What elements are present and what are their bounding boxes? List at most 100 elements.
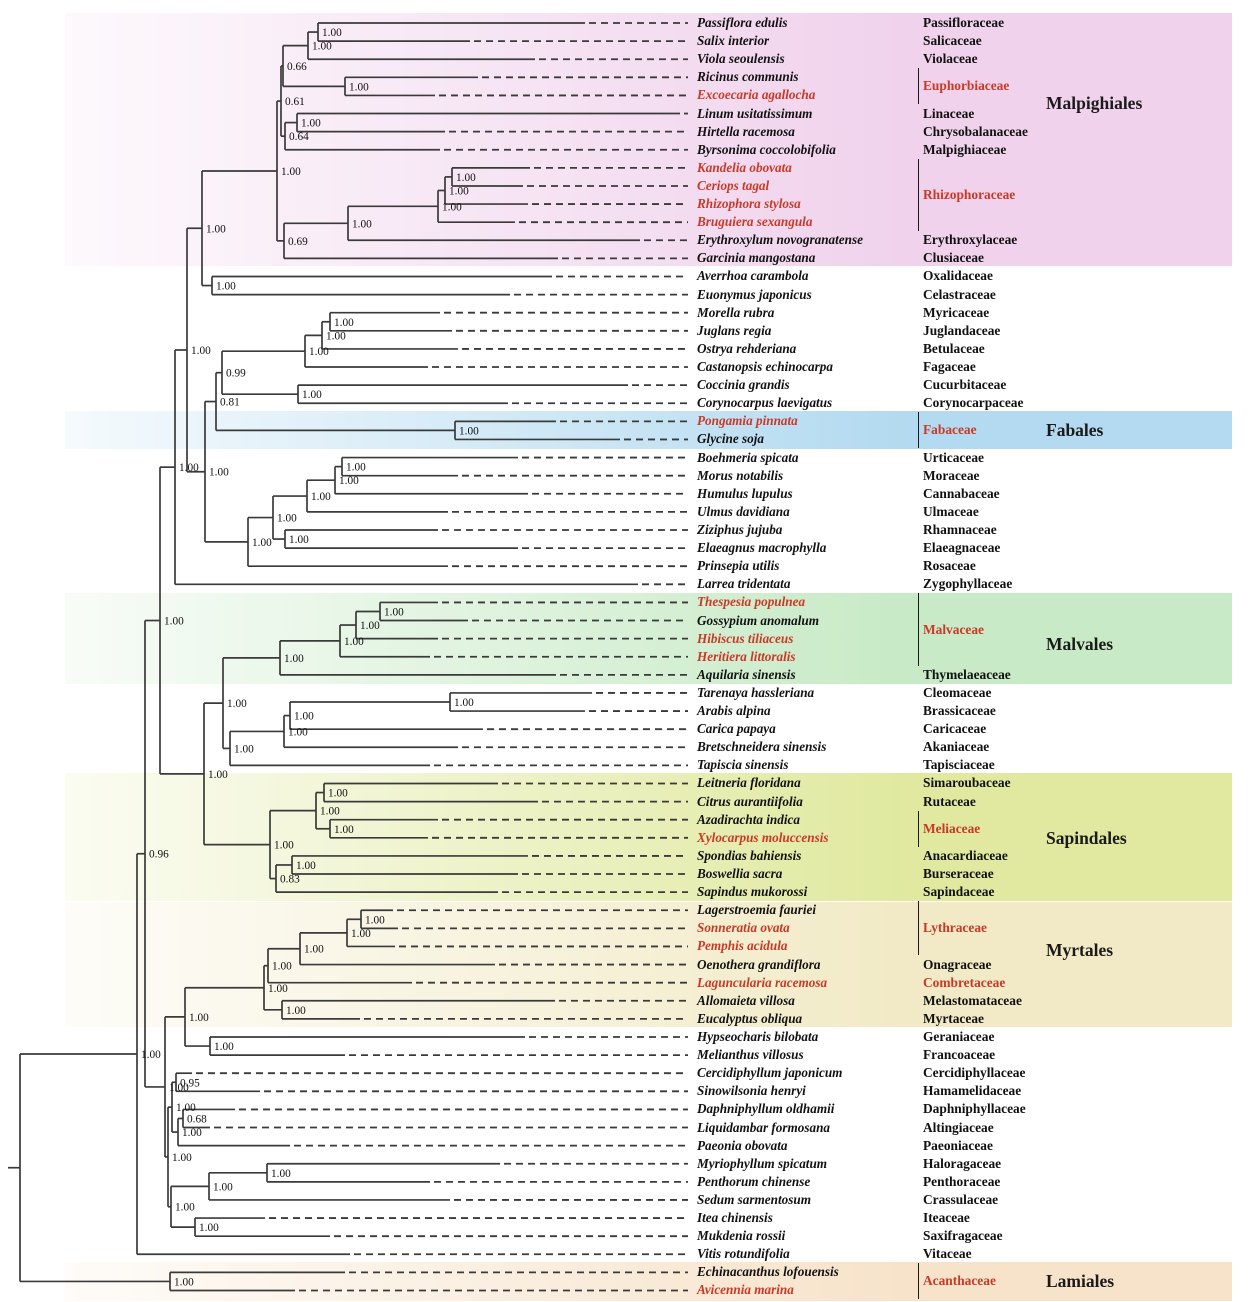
- support-value: 1.00: [346, 462, 366, 474]
- order-box-malpighiales: [65, 13, 1232, 266]
- order-label: Fabales: [1046, 420, 1104, 440]
- order-label: Malpighiales: [1046, 93, 1143, 113]
- species-label: Ostrya rehderiana: [697, 340, 797, 356]
- species-label: Morus notabilis: [697, 467, 784, 483]
- support-value: 1.00: [344, 636, 364, 648]
- support-value: 1.00: [199, 1222, 219, 1234]
- species-label: Linum usitatissimum: [697, 105, 813, 121]
- family-label: Betulaceae: [923, 340, 985, 356]
- family-label: Rutaceae: [923, 793, 976, 809]
- family-label: Melastomataceae: [923, 992, 1022, 1008]
- support-value: 1.00: [351, 928, 371, 940]
- family-label: Akaniaceae: [923, 739, 990, 755]
- family-label: Euphorbiaceae: [923, 78, 1010, 94]
- family-label: Passifloraceae: [923, 15, 1005, 30]
- support-value: 1.00: [384, 606, 404, 618]
- support-value: 0.66: [287, 61, 307, 73]
- support-value: 1.00: [304, 944, 324, 956]
- support-value: 1.00: [268, 983, 288, 995]
- family-label: Vitaceae: [923, 1246, 972, 1262]
- support-value: 1.00: [286, 1005, 306, 1017]
- species-label: Ricinus communis: [697, 69, 799, 85]
- family-label: Corynocarpaceae: [923, 395, 1024, 411]
- family-label: Juglandaceae: [923, 322, 1001, 338]
- species-label: Myriophyllum spicatum: [697, 1155, 828, 1171]
- family-label: Tapisciaceae: [923, 757, 995, 773]
- species-label: Allomaieta villosa: [697, 992, 795, 1008]
- species-label: Salix interior: [697, 33, 770, 49]
- family-label: Saxifragaceae: [923, 1228, 1003, 1244]
- species-label: Sonneratia ovata: [697, 920, 790, 936]
- species-label: Paeonia obovata: [697, 1137, 788, 1153]
- support-value: 1.00: [234, 743, 254, 755]
- order-label: Malvales: [1046, 634, 1114, 654]
- support-value: 1.00: [442, 201, 462, 213]
- species-label: Elaeagnus macrophylla: [697, 540, 827, 556]
- support-value: 1.00: [176, 1102, 196, 1114]
- order-label: Sapindales: [1046, 828, 1127, 848]
- support-value: 1.00: [328, 788, 348, 800]
- species-label: Azadirachta indica: [697, 811, 800, 827]
- support-value: 1.00: [301, 118, 321, 130]
- species-label: Hypseocharis bilobata: [697, 1028, 819, 1044]
- support-value: 1.00: [302, 389, 322, 401]
- species-label: Coccinia grandis: [697, 377, 790, 393]
- support-value: 1.00: [164, 616, 184, 628]
- species-label: Corynocarpus laevigatus: [697, 395, 833, 411]
- species-label: Cercidiphyllum japonicum: [697, 1065, 843, 1081]
- support-value: 1.00: [294, 711, 314, 723]
- family-label: Cucurbitaceae: [923, 377, 1007, 393]
- family-bracket-line: [918, 68, 920, 105]
- support-value: 1.00: [322, 27, 342, 39]
- family-label: Erythroxylaceae: [923, 232, 1018, 248]
- species-label: Liquidambar formosana: [697, 1119, 830, 1135]
- species-label: Sedum sarmentosum: [697, 1191, 811, 1207]
- support-value: 1.00: [209, 467, 229, 479]
- species-label: Larrea tridentata: [697, 576, 791, 592]
- family-label: Iteaceae: [923, 1210, 970, 1226]
- support-value: 1.00: [172, 1152, 192, 1164]
- species-label: Boswellia sacra: [697, 866, 783, 882]
- family-bracket-line: [918, 412, 920, 449]
- species-label: Kandelia obovata: [697, 159, 792, 175]
- species-label: Eucalyptus obliqua: [697, 1010, 803, 1026]
- support-value: 0.68: [187, 1113, 207, 1125]
- family-label: Geraniaceae: [923, 1028, 995, 1044]
- species-label: Laguncularia racemosa: [697, 974, 828, 990]
- support-value: 1.00: [289, 534, 309, 546]
- support-value: 1.00: [213, 1181, 233, 1193]
- species-label: Citrus aurantiifolia: [697, 793, 803, 809]
- family-label: Ulmaceae: [923, 503, 979, 519]
- species-label: Pemphis acidula: [697, 938, 788, 954]
- family-label: Crassulaceae: [923, 1191, 999, 1207]
- family-label: Linaceae: [923, 105, 975, 121]
- species-label: Hibiscus tiliaceus: [697, 630, 794, 646]
- species-label: Heritiera littoralis: [697, 648, 796, 664]
- family-label: Cleomaceae: [923, 684, 992, 700]
- support-value: 0.83: [280, 874, 300, 886]
- family-bracket-line: [918, 810, 920, 847]
- support-value: 1.00: [339, 475, 359, 487]
- species-label: Garcinia mangostana: [697, 250, 816, 266]
- species-label: Oenothera grandiflora: [697, 956, 821, 972]
- family-label: Sapindaceae: [923, 884, 995, 900]
- family-label: Onagraceae: [923, 956, 992, 972]
- support-value: 1.00: [454, 697, 474, 709]
- species-label: Viola seoulensis: [697, 51, 785, 67]
- support-value: 0.61: [285, 96, 305, 108]
- support-value: 0.64: [289, 131, 309, 143]
- support-value: 1.00: [277, 513, 297, 525]
- species-label: Erythroxylum novogranatense: [697, 232, 863, 248]
- species-label: Ulmus davidiana: [697, 503, 790, 519]
- support-value: 1.00: [141, 1049, 161, 1061]
- species-label: Echinacanthus lofouensis: [697, 1264, 839, 1280]
- species-label: Humulus lupulus: [697, 485, 793, 501]
- family-label: Urticaceae: [923, 449, 984, 465]
- species-label: Castanopsis echinocarpa: [697, 359, 833, 375]
- support-value: 1.00: [352, 218, 372, 230]
- support-value: 1.00: [320, 806, 340, 818]
- family-label: Celastraceae: [923, 286, 996, 302]
- species-label: Gossypium anomalum: [697, 612, 820, 628]
- family-label: Moraceae: [923, 467, 980, 483]
